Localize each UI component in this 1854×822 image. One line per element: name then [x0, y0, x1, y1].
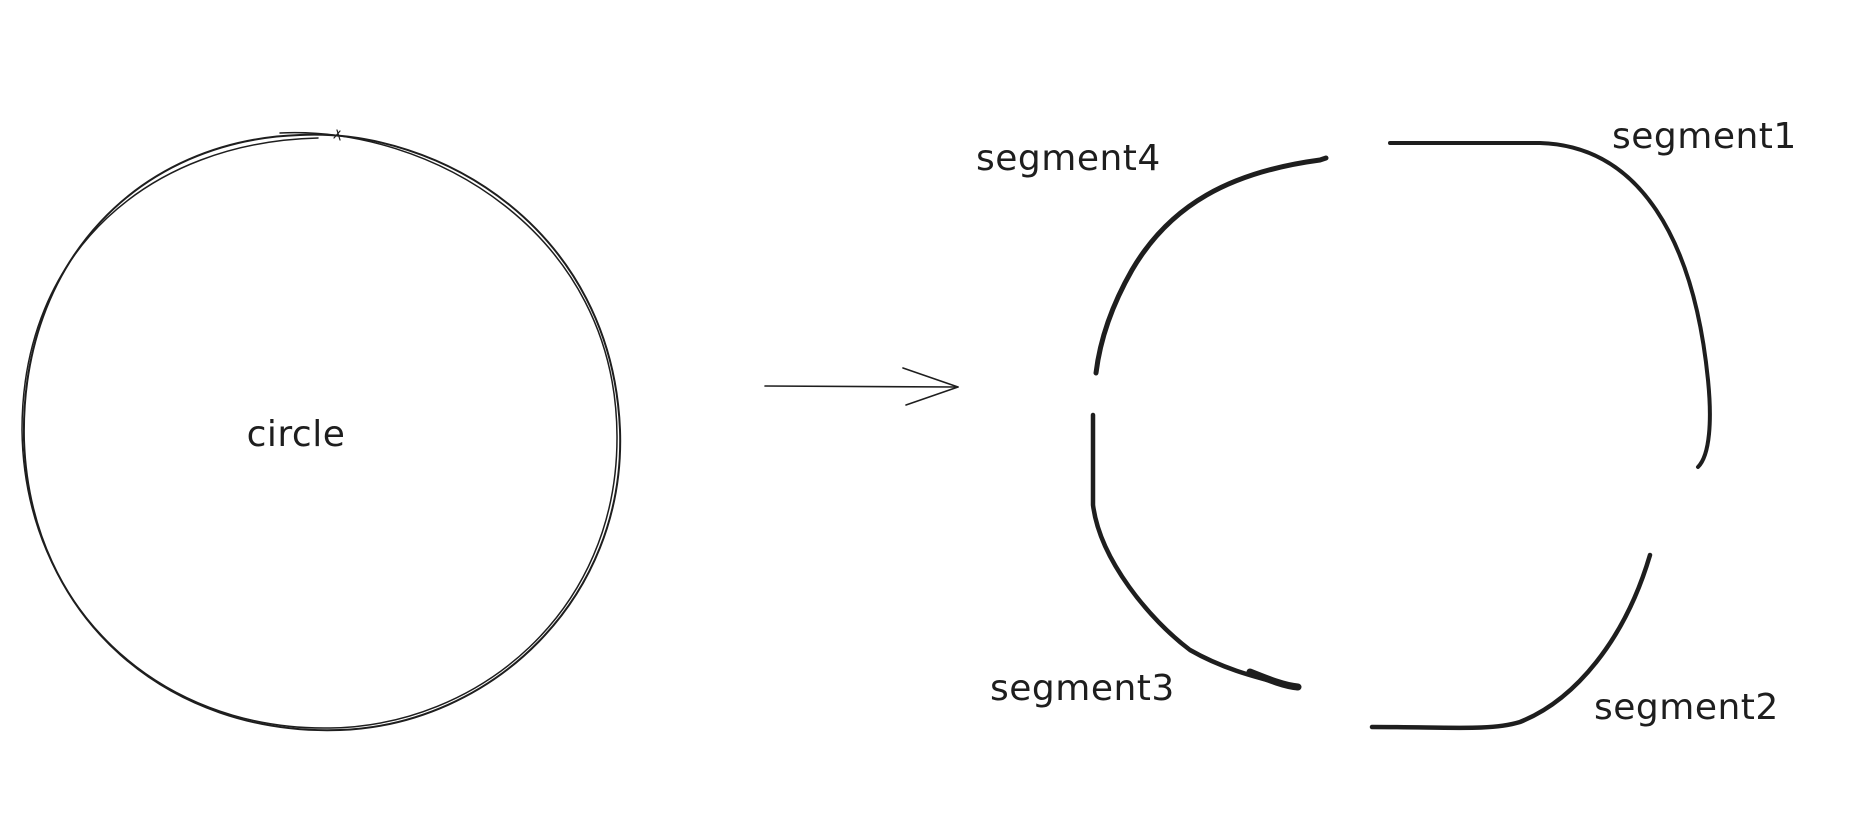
circle-label: circle	[247, 414, 346, 455]
transform-arrow[interactable]	[764, 367, 959, 406]
segment1-arc[interactable]	[1388, 141, 1712, 469]
segment1-label: segment1	[1612, 116, 1797, 157]
circle-shape[interactable]	[21, 129, 622, 732]
segment3-label: segment3	[990, 668, 1175, 709]
segment4-arc[interactable]	[1093, 155, 1329, 376]
segment3-arc[interactable]	[1090, 412, 1302, 691]
segment4-label: segment4	[976, 138, 1161, 179]
segment2-label: segment2	[1594, 687, 1779, 728]
segment2-arc[interactable]	[1369, 552, 1653, 731]
